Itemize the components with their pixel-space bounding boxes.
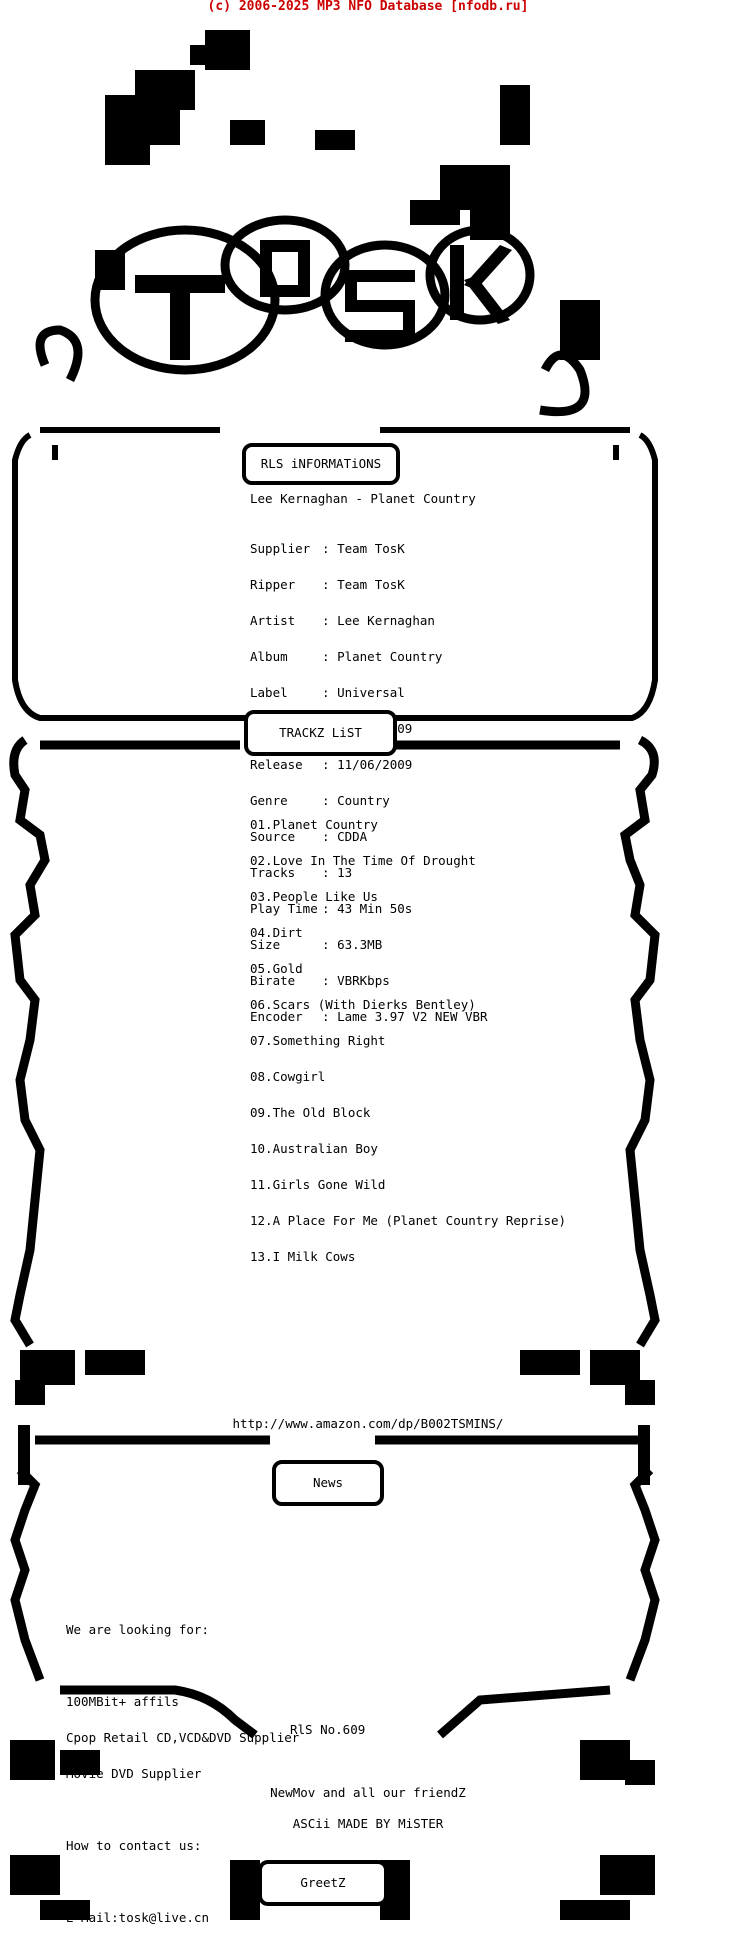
info-key: Birate	[250, 973, 296, 988]
info-key: Release	[250, 757, 303, 772]
info-separator: :	[322, 901, 330, 916]
info-separator: :	[322, 937, 330, 952]
info-separator: :	[322, 865, 330, 880]
track-item: 08.Cowgirl	[250, 1069, 326, 1084]
info-separator: :	[322, 829, 330, 844]
info-separator: :	[322, 577, 330, 592]
info-row-encoder: Encoder: Lame 3.97 V2 NEW VBR	[250, 1009, 488, 1024]
track-item: 12.A Place For Me (Planet Country Repris…	[250, 1213, 567, 1228]
info-row-tracks: Tracks: 13	[250, 865, 488, 880]
info-row-label: Label: Universal	[250, 685, 488, 700]
info-key: Tracks	[250, 865, 296, 880]
info-separator: :	[322, 541, 330, 556]
info-row-artist: Artist: Lee Kernaghan	[250, 613, 488, 628]
track-item: 07.Something Right	[250, 1033, 386, 1048]
info-key: Genre	[250, 793, 288, 808]
news-email: E-Mail:tosk@live.cn	[66, 1910, 209, 1925]
rls-info-title: RLS iNFORMATiONS	[260, 456, 382, 471]
info-row-playtime: Play Time: 43 Min 50s	[250, 901, 488, 916]
tracklist-title: TRACKZ LiST	[279, 725, 362, 740]
info-value: VBRKbps	[337, 973, 390, 988]
info-value: Team TosK	[337, 541, 405, 556]
release-number: RlS No.609	[290, 1722, 366, 1737]
info-value: Universal	[337, 685, 405, 700]
greetz-title: GreetZ	[300, 1875, 346, 1890]
info-separator: :	[322, 649, 330, 664]
info-row-bitrate: Birate: VBRKbps	[250, 973, 488, 988]
track-item: 13.I Milk Cows	[250, 1249, 356, 1264]
info-key: Supplier	[250, 541, 311, 556]
info-key: Ripper	[250, 577, 296, 592]
info-separator: :	[322, 685, 330, 700]
release-name: Lee Kernaghan - Planet Country	[250, 491, 476, 506]
news-want-item: 100MBit+ affils	[66, 1694, 179, 1709]
tracklist: 01.Planet Country 02.Love In The Time Of…	[250, 795, 566, 1275]
news-want-item: Cpop Retail CD,VCD&DVD Supplier	[66, 1730, 300, 1745]
info-row-ripper: Ripper: Team TosK	[250, 577, 488, 592]
track-item: 02.Love In The Time Of Drought	[250, 853, 476, 868]
amazon-url: http://www.amazon.com/dp/B002TSMINS/	[232, 1416, 504, 1431]
info-value: Country	[337, 793, 390, 808]
track-item: 09.The Old Block	[250, 1105, 371, 1120]
info-value: Lame 3.97 V2 NEW VBR	[337, 1009, 488, 1024]
track-item: 03.People Like Us	[250, 889, 378, 904]
info-key: Label	[250, 685, 288, 700]
info-key: Source	[250, 829, 296, 844]
info-row-release: Release: 11/06/2009	[250, 757, 488, 772]
release-info-table: Supplier: Team TosK Ripper: Team TosK Ar…	[250, 519, 488, 1035]
info-row-source: Source: CDDA	[250, 829, 488, 844]
info-separator: :	[322, 757, 330, 772]
info-key: Artist	[250, 613, 296, 628]
greetz-title-box: GreetZ	[258, 1860, 388, 1906]
info-value: CDDA	[337, 829, 368, 844]
info-key: Size	[250, 937, 281, 952]
info-value: 43 Min 50s	[337, 901, 413, 916]
news-content: We are looking for: 100MBit+ affils Cpop…	[66, 1600, 299, 1936]
info-value: 63.3MB	[337, 937, 383, 952]
rls-info-title-box: RLS iNFORMATiONS	[242, 443, 400, 485]
info-key: Encoder	[250, 1009, 303, 1024]
info-row-supplier: Supplier: Team TosK	[250, 541, 488, 556]
info-row-album: Album: Planet Country	[250, 649, 488, 664]
news-title: News	[312, 1475, 344, 1490]
info-separator: :	[322, 793, 330, 808]
tracklist-title-box: TRACKZ LiST	[244, 710, 397, 756]
ascii-credit: ASCii MADE BY MiSTER	[292, 1816, 444, 1831]
news-looking-for: We are looking for:	[66, 1622, 209, 1637]
friends-line: NewMov and all our friendZ	[270, 1785, 466, 1800]
track-item: 06.Scars (With Dierks Bentley)	[250, 997, 476, 1012]
info-value: Team TosK	[337, 577, 405, 592]
news-want-item: Movie DVD Supplier	[66, 1766, 202, 1781]
news-title-box: News	[272, 1460, 384, 1506]
info-row-genre: Genre: Country	[250, 793, 488, 808]
info-separator: :	[322, 613, 330, 628]
nfodb-header: (c) 2006-2025 MP3 NFO Database [nfodb.ru…	[207, 0, 529, 14]
info-key: Album	[250, 649, 288, 664]
info-row-size: Size: 63.3MB	[250, 937, 488, 952]
track-item: 04.Dirt	[250, 925, 303, 940]
track-item: 05.Gold	[250, 961, 303, 976]
news-contact-heading: How to contact us:	[66, 1838, 202, 1853]
info-value: Planet Country	[337, 649, 443, 664]
info-key: Play Time	[250, 901, 318, 916]
info-value: Lee Kernaghan	[337, 613, 435, 628]
track-item: 01.Planet Country	[250, 817, 378, 832]
info-value: 11/06/2009	[337, 757, 413, 772]
track-item: 10.Australian Boy	[250, 1141, 378, 1156]
track-item: 11.Girls Gone Wild	[250, 1177, 386, 1192]
info-value: 13	[337, 865, 353, 880]
info-separator: :	[322, 973, 330, 988]
info-separator: :	[322, 1009, 330, 1024]
